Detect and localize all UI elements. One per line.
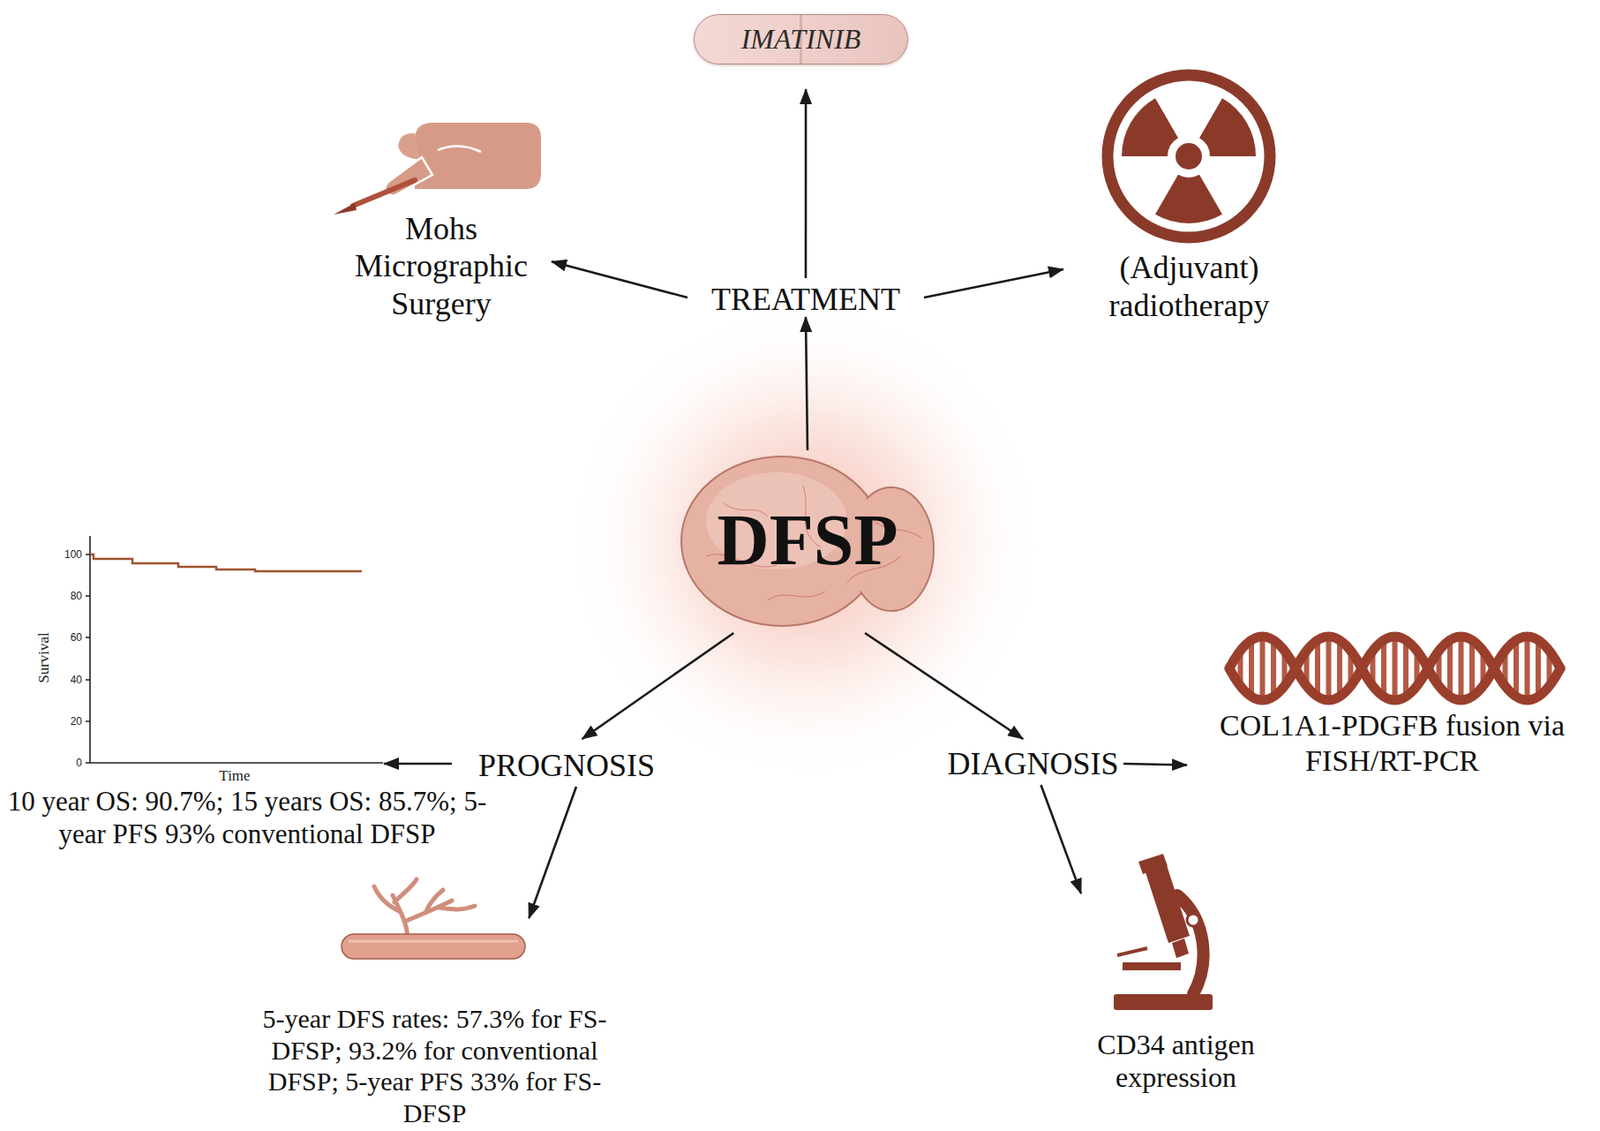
arrow-connector bbox=[923, 269, 1064, 298]
hand-palm bbox=[414, 122, 541, 189]
arrow-connector bbox=[864, 632, 1023, 739]
surgery-node: Mohs Micrographic Surgery bbox=[330, 112, 552, 323]
axis-tick-label: 80 bbox=[70, 589, 83, 602]
radiotherapy-node: (Adjuvant) radiotherapy bbox=[1089, 63, 1289, 324]
arrow-connector bbox=[528, 786, 577, 918]
axis-tick-label: 20 bbox=[70, 714, 83, 728]
node-text: 5-year DFS rates: 57.3% for FS-DFSP; 93.… bbox=[245, 1002, 625, 1128]
tumor-name: DFSP bbox=[717, 497, 899, 584]
node-text: (Adjuvant) radiotherapy bbox=[1092, 248, 1287, 324]
axis-ticks bbox=[85, 554, 91, 763]
category-hub: PROGNOSIS bbox=[469, 747, 664, 783]
radiation-blade bbox=[1155, 174, 1223, 224]
radiation-blade bbox=[1199, 97, 1256, 157]
tumor-veins bbox=[706, 485, 923, 601]
microscope-eyepiece bbox=[1138, 853, 1168, 874]
chart-axes bbox=[90, 535, 384, 763]
arrow-connector bbox=[804, 89, 808, 278]
category-hub: DIAGNOSIS bbox=[933, 745, 1133, 782]
axis-title: Survival bbox=[35, 631, 53, 684]
node-text: DIAGNOSIS bbox=[946, 744, 1119, 782]
arrow-connector bbox=[383, 762, 452, 766]
arrow-connector bbox=[582, 632, 735, 739]
arrow-connector bbox=[1123, 763, 1187, 766]
dna-strand bbox=[1229, 636, 1561, 700]
arrow-connector bbox=[1041, 784, 1082, 894]
vessel-tube bbox=[341, 933, 526, 959]
category-hub: TREATMENT bbox=[691, 281, 921, 317]
tumor-blob: DFSP bbox=[670, 450, 945, 631]
node-text: 10 year OS: 90.7%; 15 years OS: 85.7%; 5… bbox=[0, 785, 495, 850]
arrow-connector bbox=[551, 261, 688, 298]
node-text: COL1A1-PDGFB fusion via FISH/RT-PCR bbox=[1186, 707, 1598, 779]
scalpel-handle bbox=[353, 180, 415, 206]
arrow-connector bbox=[805, 316, 808, 451]
vessel-branches bbox=[374, 878, 475, 936]
node-text: TREATMENT bbox=[711, 280, 901, 318]
node-text: Mohs Micrographic Surgery bbox=[339, 210, 543, 323]
genetic-test-node: COL1A1-PDGFB fusion via FISH/RT-PCR bbox=[1186, 626, 1598, 779]
microscope-stage bbox=[1122, 961, 1181, 970]
microscope-tube bbox=[1145, 864, 1190, 943]
axis-title: Time bbox=[218, 766, 250, 785]
microscope-slide bbox=[1117, 947, 1148, 955]
axis-tick-label: 100 bbox=[64, 548, 83, 561]
hand-finger-line bbox=[437, 145, 481, 152]
node-text: CD34 antigen expression bbox=[1081, 1028, 1271, 1096]
radiation-ring bbox=[1107, 75, 1270, 238]
vessel-highlight bbox=[348, 939, 519, 943]
dna-strand bbox=[1229, 636, 1561, 700]
axis-tick-label: 0 bbox=[75, 756, 83, 769]
hand-thumb bbox=[397, 132, 420, 161]
microscope-objective bbox=[1171, 938, 1189, 958]
tumor-glow bbox=[567, 302, 1045, 780]
scalpel-blade bbox=[333, 202, 357, 215]
recurrence-node: 5-year DFS rates: 57.3% for FS-DFSP; 93.… bbox=[238, 882, 631, 1128]
node-text: PROGNOSIS bbox=[478, 746, 655, 784]
drug-name: IMATINIB bbox=[741, 22, 862, 57]
microscope-knob bbox=[1186, 913, 1200, 926]
radiation-blade bbox=[1121, 97, 1179, 157]
drug-pill: IMATINIB bbox=[693, 14, 909, 65]
axis-tick-label: 40 bbox=[70, 673, 83, 686]
immunostain-node: CD34 antigen expression bbox=[1081, 860, 1271, 1095]
survival-curve bbox=[90, 554, 362, 571]
radiation-core bbox=[1175, 142, 1202, 170]
axis-tick-label: 60 bbox=[70, 630, 83, 644]
survival-chart-node: 10 year OS: 90.7%; 15 years OS: 85.7%; 5… bbox=[0, 529, 389, 848]
